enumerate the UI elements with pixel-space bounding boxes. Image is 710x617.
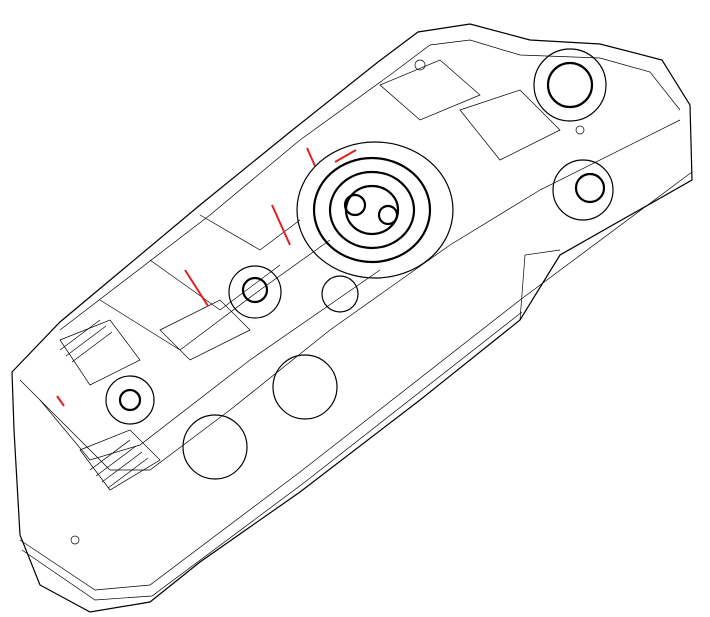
sender-port (105, 375, 155, 425)
components (59, 48, 614, 545)
filler-cap (533, 48, 607, 122)
valve-dome (228, 265, 282, 319)
port (321, 275, 359, 313)
red-markers (56, 147, 357, 407)
connector-ribs (59, 319, 149, 489)
tank-outline (11, 23, 693, 613)
sump-left (272, 354, 338, 420)
vent-valve (552, 159, 614, 221)
sump-right (182, 414, 248, 480)
fuel-pump-module (296, 141, 454, 279)
